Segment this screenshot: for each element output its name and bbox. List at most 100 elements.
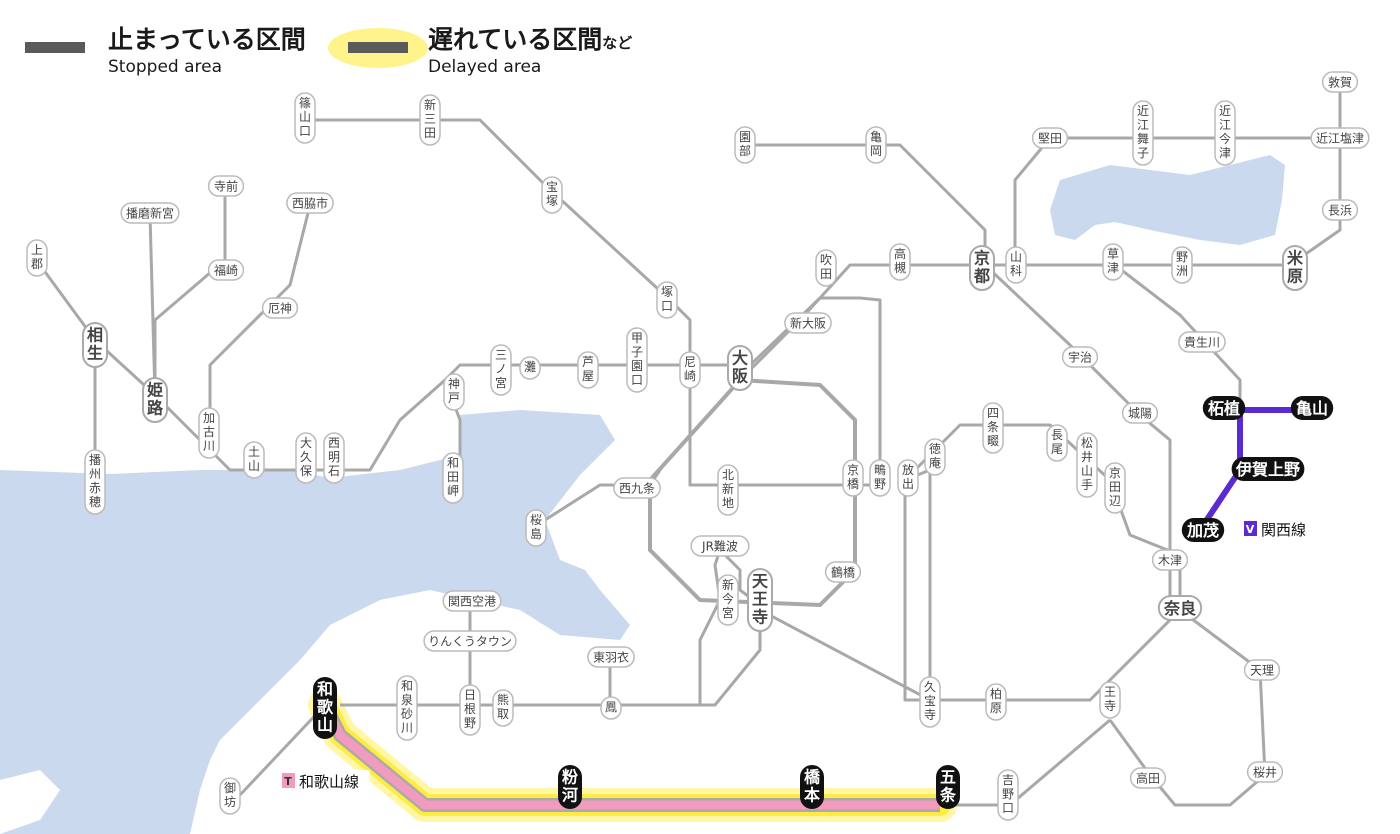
station-tenri: 天理 (1243, 659, 1281, 681)
station-label-tsuruhashi: 鶴橋 (831, 564, 855, 579)
station-label-sakurai: 桜井 (1253, 765, 1277, 779)
station-label-koshienguchi: 甲子園口 (631, 331, 643, 387)
station-kizu: 木津 (1151, 549, 1189, 571)
station-label-omimaiko: 近江舞子 (1137, 104, 1149, 160)
station-hashimoto: 橋本 (800, 765, 824, 809)
track-sagano (745, 143, 987, 265)
track-osaka-loop (648, 377, 857, 608)
station-gobo: 御坊 (219, 777, 241, 815)
station-label-harimashinmiya: 播磨新宮 (126, 205, 174, 220)
station-label-sonobe: 園部 (739, 130, 751, 158)
station-tennoji: 天王寺 (747, 568, 773, 632)
station-label-wadamisaki: 和田岬 (447, 456, 459, 498)
station-takatsuki: 高槻 (889, 243, 911, 281)
station-label-kusatsu: 草津 (1107, 247, 1119, 275)
station-dosan: 土山 (243, 441, 265, 479)
station-label-shijonawate: 四条畷 (987, 406, 999, 448)
station-label-omiimazu: 近江今津 (1219, 104, 1231, 160)
lake-biwa (1050, 155, 1285, 245)
station-label-yasu: 野洲 (1176, 250, 1188, 278)
station-label-fukusaki: 福崎 (214, 262, 238, 277)
osaka-bay (0, 410, 630, 834)
delayed-label: 遅れている区間 (428, 25, 602, 54)
station-omishiotsu: 近江塩津 (1310, 127, 1370, 149)
station-label-aioi: 相生 (87, 326, 103, 363)
track-hanwa (698, 548, 761, 705)
station-wakayama: 和歌山 (313, 677, 337, 739)
track-fukuchiyama (303, 105, 880, 487)
station-label-oji: 王寺 (1104, 685, 1116, 713)
wakayama-line-name: 和歌山線 (299, 773, 359, 791)
station-tsuruga: 敦賀 (1321, 71, 1359, 93)
kansai-line-badge: V 関西線 (1238, 518, 1318, 540)
station-nagahama: 長浜 (1321, 199, 1359, 221)
station-izumisunagawa: 和泉砂川 (396, 675, 418, 741)
water-areas (0, 155, 1285, 834)
station-nara: 奈良 (1157, 595, 1203, 621)
legend: 止まっている区間 Stopped area 遅れている区間など Delayed … (25, 25, 632, 77)
station-label-hashimoto: 橋本 (804, 768, 821, 805)
station-shinimamiya: 新今宮 (717, 574, 739, 626)
station-maibara: 米原 (1282, 245, 1308, 291)
station-label-nagahama: 長浜 (1328, 203, 1352, 217)
station-shijonawate: 四条畷 (982, 402, 1004, 454)
station-shinosaka: 新大阪 (784, 312, 832, 334)
station-uji: 宇治 (1061, 346, 1099, 368)
station-label-yakujin: 厄神 (268, 301, 292, 315)
delayed-sub: Delayed area (428, 57, 541, 77)
station-tokuan: 徳庵 (924, 438, 946, 476)
station-nishiwakishi: 西脇市 (286, 192, 334, 214)
station-label-yamashina: 山科 (1010, 250, 1022, 278)
west-island (0, 770, 60, 834)
station-takarazuka: 宝塚 (541, 176, 563, 214)
station-label-kameoka: 亀岡 (870, 130, 882, 158)
station-oji: 王寺 (1099, 681, 1121, 719)
station-koshienguchi: 甲子園口 (626, 327, 648, 393)
station-wadamisaki: 和田岬 (442, 452, 464, 504)
station-sasayamaguchi: 篠山口 (294, 92, 316, 144)
station-label-wakayama: 和歌山 (317, 680, 334, 735)
station-label-kamigori: 上郡 (31, 243, 43, 271)
station-kansaiairport: 関西空港 (442, 590, 502, 612)
stopped-swatch (25, 42, 85, 53)
station-himeji: 姫路 (142, 377, 168, 423)
station-label-tsuge: 柘植 (1208, 399, 1240, 418)
station-okubo: 大久保 (295, 432, 317, 484)
station-label-kibukawa: 貴生川 (1184, 335, 1220, 349)
station-label-nagao: 長尾 (1051, 428, 1063, 456)
station-teramae: 寺前 (207, 175, 245, 197)
station-label-tenri: 天理 (1250, 663, 1274, 677)
station-label-ashiya: 芦屋 (582, 355, 594, 383)
station-label-kitashinchi: 北新地 (722, 468, 734, 510)
station-label-kumatori: 熊取 (497, 692, 509, 721)
station-label-maibara: 米原 (1287, 249, 1304, 286)
station-label-kokawa: 粉河 (562, 768, 578, 805)
station-otori: 鳳 (600, 696, 622, 720)
station-aioi: 相生 (82, 322, 108, 368)
station-label-kyotanabe: 京田辺 (1109, 466, 1121, 508)
station-label-osaka: 大阪 (732, 349, 749, 386)
station-label-nishiwakishi: 西脇市 (292, 195, 328, 210)
station-banshuako: 播州赤穂 (84, 449, 106, 515)
station-yasu: 野洲 (1171, 246, 1193, 284)
station-kyobashi: 京橋 (842, 459, 864, 497)
station-label-jrnamba: JR難波 (701, 538, 738, 553)
stopped-label: 止まっている区間 (108, 25, 306, 54)
station-nada: 灘 (519, 356, 541, 380)
station-label-kizu: 木津 (1158, 553, 1182, 567)
station-label-okubo: 大久保 (300, 436, 312, 478)
delayed-swatch (348, 42, 408, 53)
station-label-sakurajima: 桜島 (530, 513, 542, 541)
station-hanaten: 放出 (897, 459, 919, 497)
track-wakayama-south (238, 703, 327, 797)
station-label-omishiotsu: 近江塩津 (1316, 130, 1364, 145)
station-label-banshuako: 播州赤穂 (89, 453, 101, 509)
station-label-yoshinoguchi: 吉野口 (1002, 773, 1014, 815)
station-nishiakashi: 西明石 (323, 432, 345, 484)
station-katata: 堅田 (1031, 127, 1069, 149)
station-amagasaki: 尼崎 (679, 351, 701, 389)
station-joyo: 城陽 (1121, 402, 1159, 424)
station-label-hanaten: 放出 (902, 462, 914, 491)
station-label-takada: 高田 (1136, 770, 1160, 785)
station-label-tokuan: 徳庵 (929, 441, 941, 470)
